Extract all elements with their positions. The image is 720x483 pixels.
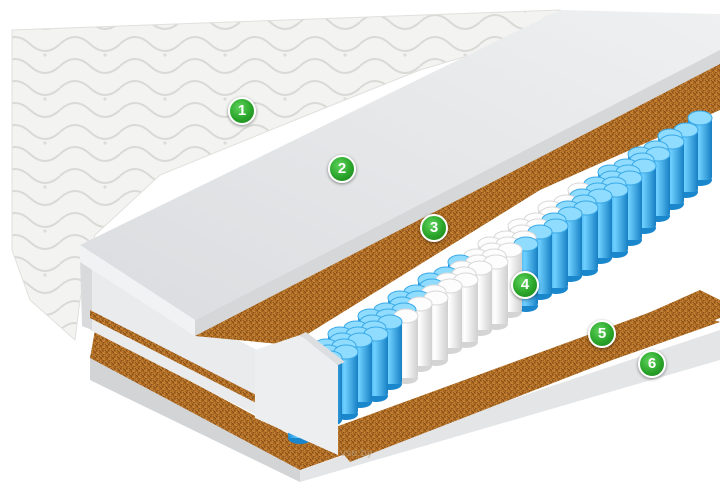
marker-4: 4 xyxy=(511,271,539,299)
base-board-layer xyxy=(90,330,720,482)
front-cut-face xyxy=(80,258,305,440)
coconut-coir-side-layer xyxy=(340,290,720,462)
marker-3: 3 xyxy=(420,214,448,242)
foam-corner-block xyxy=(255,332,345,455)
watermark-text: vse.by xyxy=(340,448,373,459)
marker-1: 1 xyxy=(228,97,256,125)
coconut-coir-upper-layer xyxy=(195,64,720,345)
foam-layer xyxy=(80,10,720,336)
marker-2: 2 xyxy=(328,155,356,183)
marker-6: 6 xyxy=(638,350,666,378)
marker-5: 5 xyxy=(588,320,616,348)
